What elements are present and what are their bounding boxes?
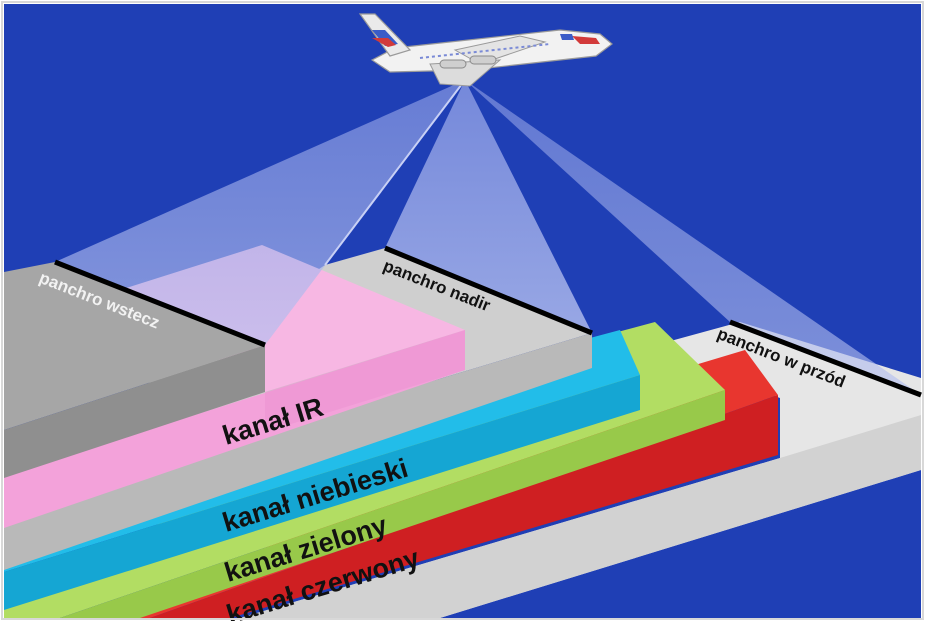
beam-front	[465, 80, 921, 395]
scan-line-back	[54, 259, 266, 348]
scan-line-front	[729, 319, 922, 398]
panchro-nadir-strip-side	[4, 333, 592, 570]
panchro-back-strip	[4, 262, 265, 430]
beam-nadir	[385, 80, 592, 333]
panchro-back-strip-lower	[4, 345, 265, 478]
ir-channel-face	[265, 330, 465, 432]
beam-back	[55, 80, 465, 345]
beam-edge	[324, 79, 466, 266]
scan-line-nadir	[384, 245, 593, 336]
green-channel-side	[60, 390, 725, 618]
blue-channel-side	[4, 375, 640, 610]
airplane-icon	[358, 13, 613, 87]
